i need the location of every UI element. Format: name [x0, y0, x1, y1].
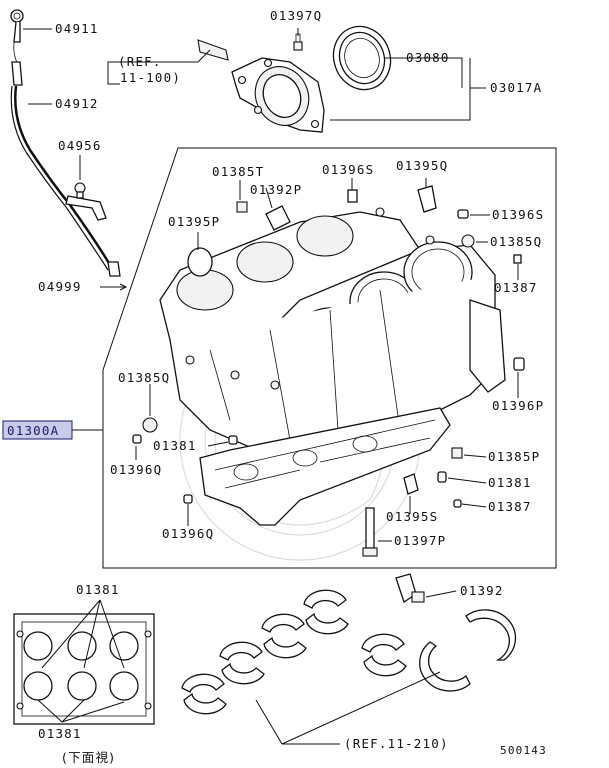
- label-01396S-top: 01396S: [322, 162, 374, 177]
- label-01387-low: 01387: [488, 499, 532, 514]
- label-01385Q-right: 01385Q: [490, 234, 542, 249]
- label-01385Q-left: 01385Q: [118, 370, 170, 385]
- highlight-01300A: [2, 420, 73, 440]
- label-01300A: 01300A: [7, 423, 59, 438]
- label-01395Q-top: 01395Q: [396, 158, 448, 173]
- label-bottom-view: (下面視): [62, 750, 115, 765]
- crankshaft-bearings: [181, 589, 517, 715]
- label-04912: 04912: [55, 96, 99, 111]
- knock-sensor: [395, 573, 425, 604]
- label-ref-11-100-line2: 11-100): [120, 70, 181, 85]
- part-labels: 04911 04912 04956 04999 01300A 01397Q 03…: [2, 8, 547, 765]
- label-01381-bottom-low: 01381: [38, 726, 82, 741]
- leader-lines: [23, 28, 519, 745]
- label-01392P: 01392P: [250, 182, 302, 197]
- label-01395S: 01395S: [386, 509, 438, 524]
- label-01396Q-left: 01396Q: [110, 462, 162, 477]
- label-01381-mid: 01381: [153, 438, 197, 453]
- label-01381-right: 01381: [488, 475, 532, 490]
- label-01397P: 01397P: [394, 533, 446, 548]
- label-03080: 03080: [406, 50, 450, 65]
- label-01385T: 01385T: [212, 164, 264, 179]
- cylinder-block: [159, 207, 506, 526]
- label-01387-right: 01387: [494, 280, 538, 295]
- label-01381-bottom-top: 01381: [76, 582, 120, 597]
- label-04999: 04999: [38, 279, 82, 294]
- label-01392: 01392: [460, 583, 504, 598]
- label-01396S-right: 01396S: [492, 207, 544, 222]
- small-parts: [132, 185, 525, 557]
- label-04911: 04911: [55, 21, 99, 36]
- label-03017A: 03017A: [490, 80, 542, 95]
- label-01396P: 01396P: [492, 398, 544, 413]
- diagram-number: 500143: [500, 744, 547, 757]
- label-ref-11-210: (REF.11-210): [344, 736, 449, 751]
- bottom-view-block: [13, 613, 155, 725]
- label-01396Q-low: 01396Q: [162, 526, 214, 541]
- label-01397Q: 01397Q: [270, 8, 322, 23]
- block-assembly-frame: [102, 147, 557, 569]
- label-04956: 04956: [58, 138, 102, 153]
- rear-oil-seal-case: [197, 25, 392, 133]
- oil-level-gauge: [10, 9, 121, 277]
- label-01395P: 01395P: [168, 214, 220, 229]
- label-01385P: 01385P: [488, 449, 540, 464]
- label-ref-11-100-line1: (REF.: [118, 54, 162, 69]
